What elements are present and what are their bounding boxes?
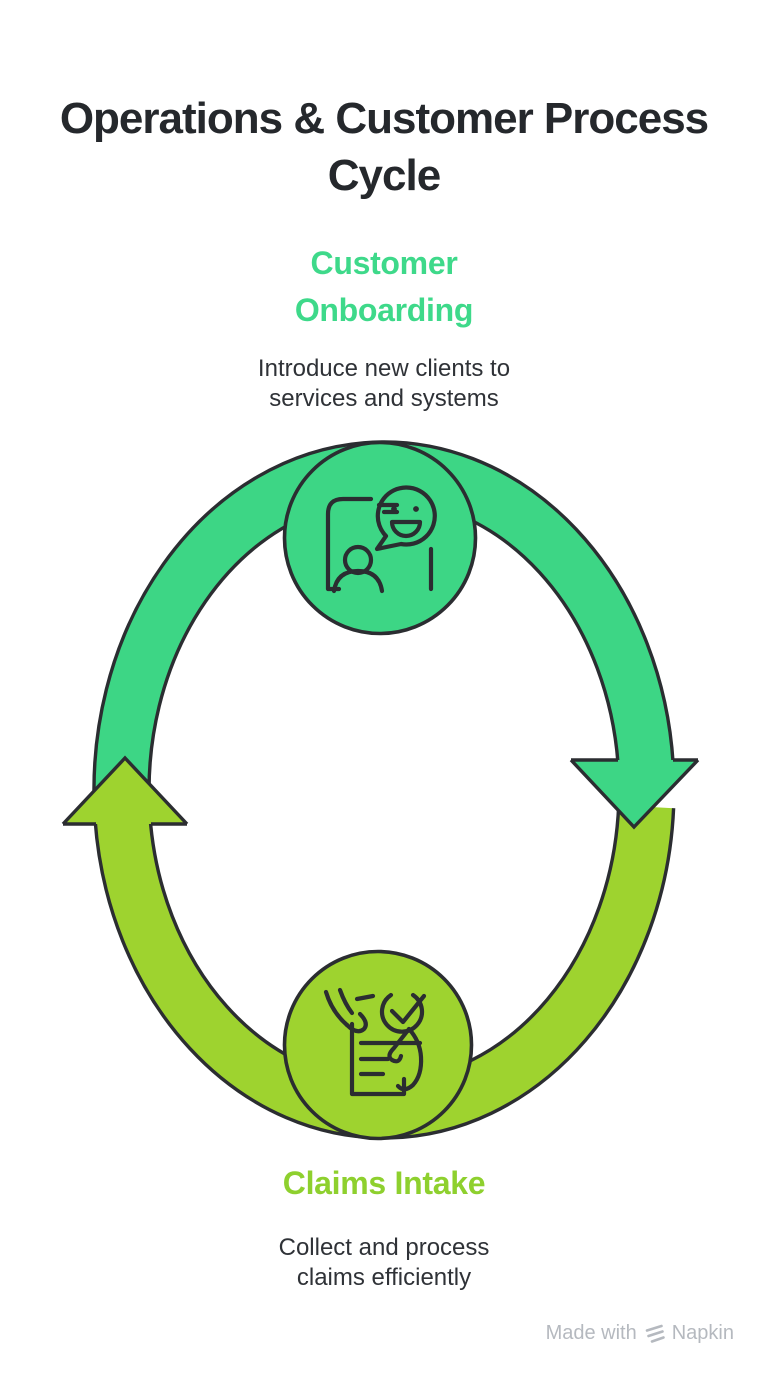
page-title-line1: Operations & Customer Process: [59, 94, 709, 143]
napkin-attribution: Made with Napkin: [546, 1320, 734, 1346]
made-with-text: Made with: [545, 1321, 637, 1344]
label-customer-onboarding: Customer Onboarding: [0, 240, 768, 334]
page-title: Operations & Customer Process Cycle: [0, 90, 768, 204]
arc-segment-claims: [95, 805, 674, 1138]
label-claims-intake-line1: Claims Intake: [282, 1165, 486, 1201]
arc-segment-onboarding: [93, 441, 674, 821]
arrow-down-icon: [569, 758, 700, 830]
description-claims-intake-line2: claims efficiently: [296, 1264, 472, 1291]
arrow-up-icon: [61, 755, 189, 826]
brand-text: Napkin: [671, 1321, 734, 1344]
page-title-line2: Cycle: [327, 151, 441, 200]
node-claims-intake: [282, 949, 474, 1141]
description-customer-onboarding: Introduce new clients to services and sy…: [0, 354, 768, 414]
description-claims-intake: Collect and process claims efficiently: [0, 1233, 768, 1293]
document-check-hands-icon: [323, 987, 427, 1097]
node-circle-onboarding: [282, 440, 478, 636]
description-customer-onboarding-line2: services and systems: [269, 385, 499, 412]
person-phone-chat-icon: [325, 485, 437, 594]
napkin-logo-icon: [645, 1324, 665, 1343]
cycle-ring: [61, 440, 700, 1140]
node-customer-onboarding: [282, 440, 478, 636]
label-customer-onboarding-line1: Customer: [310, 245, 458, 281]
label-customer-onboarding-line2: Onboarding: [294, 292, 474, 328]
description-customer-onboarding-line1: Introduce new clients to: [257, 355, 511, 382]
label-claims-intake: Claims Intake: [0, 1160, 768, 1207]
description-claims-intake-line1: Collect and process: [278, 1234, 490, 1261]
